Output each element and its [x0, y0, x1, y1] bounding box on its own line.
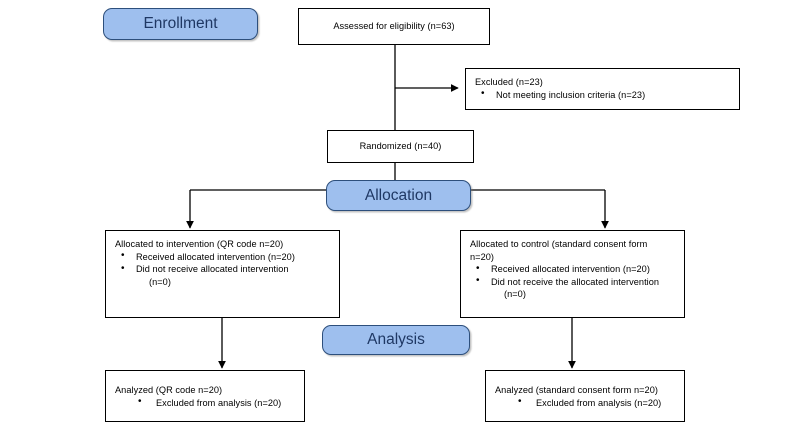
list-item: Not meeting inclusion criteria (n=23): [475, 88, 731, 102]
list-item: Did not receive allocated intervention (…: [115, 263, 331, 288]
node-excluded-bullet-list: Not meeting inclusion criteria (n=23): [475, 88, 731, 102]
node-allocated-to-control-header-line1: Allocated to control (standard consent f…: [470, 239, 648, 249]
list-item: Excluded from analysis (n=20): [495, 396, 676, 410]
node-allocated-to-control-bullet-list: Received allocated intervention (n=20) D…: [470, 263, 676, 301]
node-analyzed-control-bullet-list: Excluded from analysis (n=20): [495, 396, 676, 410]
node-analyzed-intervention: Analyzed (QR code n=20) Excluded from an…: [105, 370, 305, 422]
stage-banner-allocation-label: Allocation: [364, 186, 433, 204]
list-item: Received allocated intervention (n=20): [115, 250, 331, 264]
list-item: Did not receive the allocated interventi…: [470, 275, 676, 301]
stage-banner-enrollment: Enrollment: [103, 8, 258, 40]
node-allocated-to-intervention-bullet-list: Received allocated intervention (n=20) D…: [115, 250, 331, 289]
node-analyzed-intervention-bullet-0: Excluded from analysis (n=20): [156, 397, 282, 408]
node-analyzed-intervention-bullet-list: Excluded from analysis (n=20): [115, 396, 296, 410]
node-allocated-to-control-bullet-1-line2: (n=0): [504, 289, 526, 300]
node-allocated-to-control-bullet-1-line1: Did not receive the allocated interventi…: [491, 276, 660, 287]
node-allocated-to-intervention-bullet-1-line2: (n=0): [149, 276, 171, 287]
stage-banner-analysis: Analysis: [322, 325, 470, 355]
list-item: Excluded from analysis (n=20): [115, 396, 296, 410]
node-allocated-to-control-bullet-0: Received allocated intervention (n=20): [491, 264, 650, 275]
node-analyzed-control-header: Analyzed (standard consent form n=20): [495, 385, 658, 395]
stage-banner-analysis-label: Analysis: [367, 331, 425, 348]
node-excluded-bullet-0: Not meeting inclusion criteria (n=23): [496, 89, 646, 100]
node-allocated-to-intervention-bullet-0: Received allocated intervention (n=20): [136, 251, 295, 262]
stage-banner-enrollment-label: Enrollment: [143, 15, 218, 32]
node-allocated-to-intervention: Allocated to intervention (QR code n=20)…: [105, 230, 340, 318]
node-analyzed-intervention-header: Analyzed (QR code n=20): [115, 385, 223, 395]
node-assessed-for-eligibility-text: Assessed for eligibility (n=63): [333, 21, 455, 32]
node-allocated-to-control: Allocated to control (standard consent f…: [460, 230, 685, 318]
node-excluded: Excluded (n=23) Not meeting inclusion cr…: [465, 68, 740, 110]
node-allocated-to-intervention-bullet-1-line1: Did not receive allocated intervention: [136, 264, 289, 275]
node-allocated-to-control-header-line2: n=20): [470, 251, 495, 262]
node-analyzed-control: Analyzed (standard consent form n=20) Ex…: [485, 370, 685, 422]
node-excluded-header: Excluded (n=23): [475, 77, 543, 87]
list-item: Received allocated intervention (n=20): [470, 263, 676, 276]
node-analyzed-control-bullet-0: Excluded from analysis (n=20): [536, 397, 662, 408]
node-randomized: Randomized (n=40): [327, 130, 474, 163]
node-allocated-to-intervention-header: Allocated to intervention (QR code n=20): [115, 239, 284, 249]
stage-banner-allocation: Allocation: [326, 180, 471, 211]
node-randomized-text: Randomized (n=40): [359, 141, 442, 152]
node-assessed-for-eligibility: Assessed for eligibility (n=63): [298, 8, 490, 45]
